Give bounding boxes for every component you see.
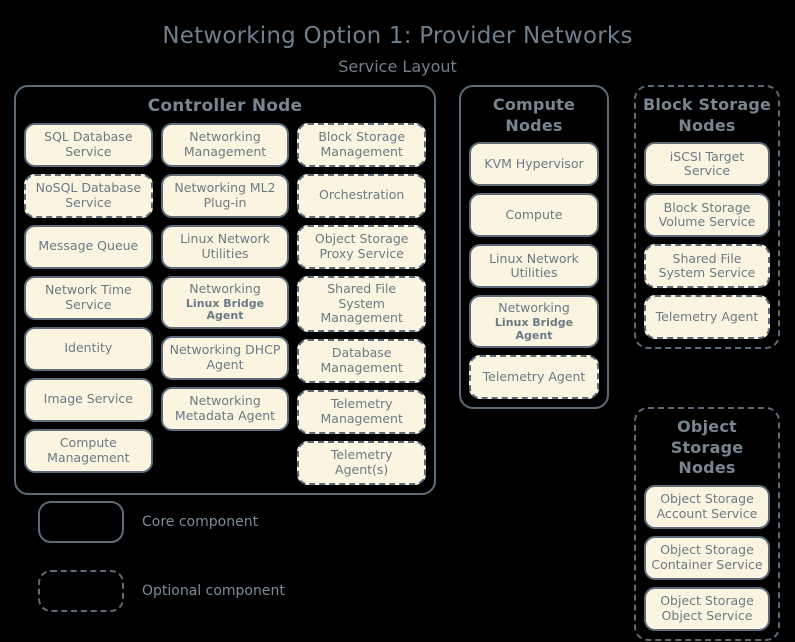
service-chip[interactable]: Block Storage Management [297,122,427,167]
block-storage-nodes-group: Block Storage Nodes iSCSI Target Service… [634,84,780,350]
service-chip-label: Networking [498,300,570,316]
service-chip[interactable]: Telemetry Agent(s) [297,441,427,486]
service-chip[interactable]: Message Queue [24,224,153,269]
legend-label-optional: Optional component [142,582,285,599]
service-chip[interactable]: Object Storage Object Service [644,587,770,632]
service-chip[interactable]: Compute [469,193,599,238]
service-chip-label: Network Time Service [44,282,132,312]
service-chip-label: NoSQL Database Service [35,180,142,210]
service-chip-label: Telemetry Agent [482,369,586,384]
legend-label-core: Core component [142,513,259,530]
service-chip[interactable]: Telemetry Management [297,390,427,435]
service-chip-label: iSCSI Target Service [669,148,745,179]
service-chip-label: Networking DHCP Agent [169,342,281,372]
service-chip-label: Linux Network Utilities [489,250,579,281]
service-chip-label: Telemetry Management [320,396,403,427]
service-chip-label: Object Storage Object Service [660,593,754,624]
service-chip[interactable]: Image Service [24,377,153,422]
service-chip[interactable]: Identity [24,326,153,371]
service-chip[interactable]: Object Storage Proxy Service [297,224,427,269]
service-chip[interactable]: iSCSI Target Service [644,142,770,187]
compute-nodes-title: Compute Nodes [492,94,576,135]
service-chip[interactable]: Network Time Service [24,275,153,320]
legend-row-optional: Optional component [38,569,285,612]
block-storage-nodes-title: Block Storage Nodes [642,94,772,135]
service-chip[interactable]: NoSQL Database Service [24,173,153,218]
service-chip-label: Object Storage Proxy Service [314,231,409,261]
legend-row-core: Core component [38,500,285,543]
service-chip-label: Compute [505,206,563,222]
legend-swatch-optional [38,569,124,612]
object-storage-nodes-group: Object Storage Nodes Object Storage Acco… [634,406,780,642]
service-chip-label: KVM Hypervisor [484,155,584,171]
service-chip[interactable]: Linux Network Utilities [469,244,599,289]
chip-placeholder [161,438,290,482]
service-chip[interactable]: Shared File System Management [297,275,427,333]
service-chip[interactable]: Networking Management [160,122,290,167]
service-chip[interactable]: Compute Management [24,428,153,473]
service-chip[interactable]: Block Storage Volume Service [644,193,770,238]
service-chip[interactable]: Orchestration [297,173,427,218]
diagram-title: Networking Option 1: Provider Networks [162,23,633,49]
service-chip[interactable]: Object Storage Account Service [644,485,770,530]
service-chip-label: Image Service [43,391,133,407]
service-chip-label: Linux Network Utilities [180,231,270,261]
service-chip-sublabel: Linux Bridge Agent [185,296,265,323]
service-chip-label: SQL Database Service [44,129,133,159]
service-chip[interactable]: Telemetry Agent [469,355,599,400]
service-chip-label: Networking ML2 Plug-in [174,180,276,210]
service-chip[interactable]: Database Management [297,339,427,384]
service-chip-label: Compute Management [47,435,130,465]
service-chip-label: Shared File System Service [658,250,756,281]
service-chip[interactable]: Object Storage Container Service [644,536,770,581]
legend-swatch-core [38,500,124,543]
service-chip-label: Message Queue [38,238,139,254]
service-chip[interactable]: Shared File System Service [644,244,770,289]
service-chip[interactable]: Linux Network Utilities [160,224,290,269]
service-chip-label: Identity [64,340,113,356]
service-chip[interactable]: SQL Database Service [24,122,153,167]
service-chip[interactable]: KVM Hypervisor [469,142,599,187]
service-chip-label: Shared File System Management [320,280,403,326]
diagram-subtitle: Service Layout [338,56,457,76]
service-chip[interactable]: Telemetry Agent [644,295,770,340]
controller-node-title: Controller Node [147,95,303,116]
object-storage-nodes-title: Object Storage Nodes [670,416,744,478]
service-chip-label: Telemetry Agent(s) [330,447,393,478]
title-block: Networking Option 1: Provider Networks S… [0,0,795,77]
service-chip[interactable]: Networking DHCP Agent [160,335,290,380]
service-chip-label: Networking [189,280,261,296]
service-chip-label: Networking Management [183,129,267,159]
service-chip[interactable]: Networking Metadata Agent [160,386,290,431]
service-chip-label: Orchestration [319,187,405,203]
service-chip-label: Object Storage Account Service [656,491,758,522]
service-chip-label: Database Management [320,345,403,376]
service-chip-sublabel: Linux Bridge Agent [494,316,574,342]
legend: Core component Optional component [38,500,285,612]
service-chip-label: Networking Metadata Agent [174,393,276,423]
service-chip-label: Block Storage Management [318,129,406,159]
service-chip-label: Telemetry Agent [655,308,759,324]
service-chip-label: Object Storage Container Service [651,542,763,573]
service-chip[interactable]: Networking ML2 Plug-in [160,173,290,218]
service-chip-label: Block Storage Volume Service [658,199,756,230]
